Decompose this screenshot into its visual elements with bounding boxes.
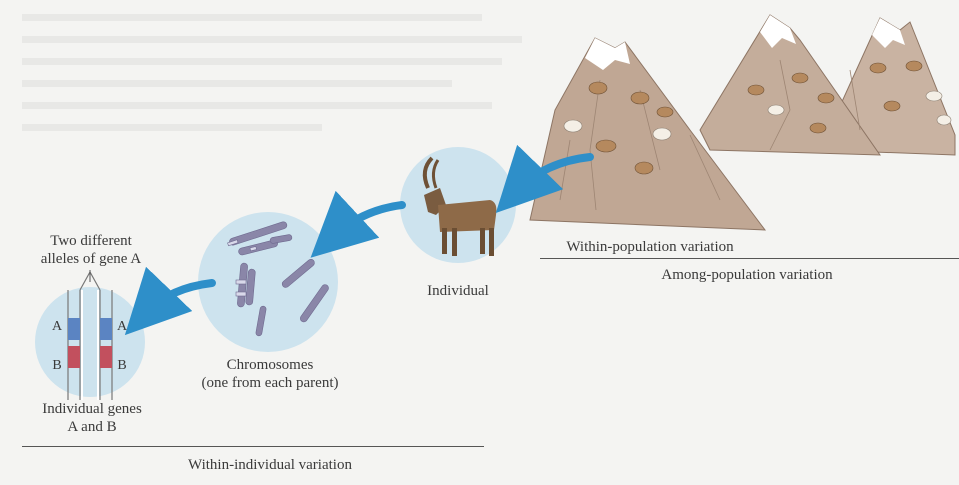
within-individual-rule [22,446,484,447]
individual-genes-label-line2: A and B [22,418,162,436]
arrow-individual-to-chromosomes [334,205,402,236]
allele-b-right-label: B [116,357,128,375]
faded-background-text [22,14,522,131]
two-different-alleles-label-line1: Two different [30,232,152,250]
chromosomes-label-line1: Chromosomes [190,356,350,374]
mountains-illustration [530,15,955,230]
within-individual-label: Within-individual variation [140,456,400,474]
allele-a-left-label: A [51,318,63,336]
within-population-rule [540,258,959,259]
within-population-label: Within-population variation [545,238,755,256]
among-population-label: Among-population variation [632,266,862,284]
individual-label: Individual [408,282,508,300]
two-different-alleles-label-line2: alleles of gene A [30,250,152,268]
allele-a-right-label: A [116,318,128,336]
chromosomes-label-line2: (one from each parent) [190,374,350,392]
individual-genes-label-line1: Individual genes [22,400,162,418]
allele-b-left-label: B [51,357,63,375]
genes-circle [35,287,145,397]
